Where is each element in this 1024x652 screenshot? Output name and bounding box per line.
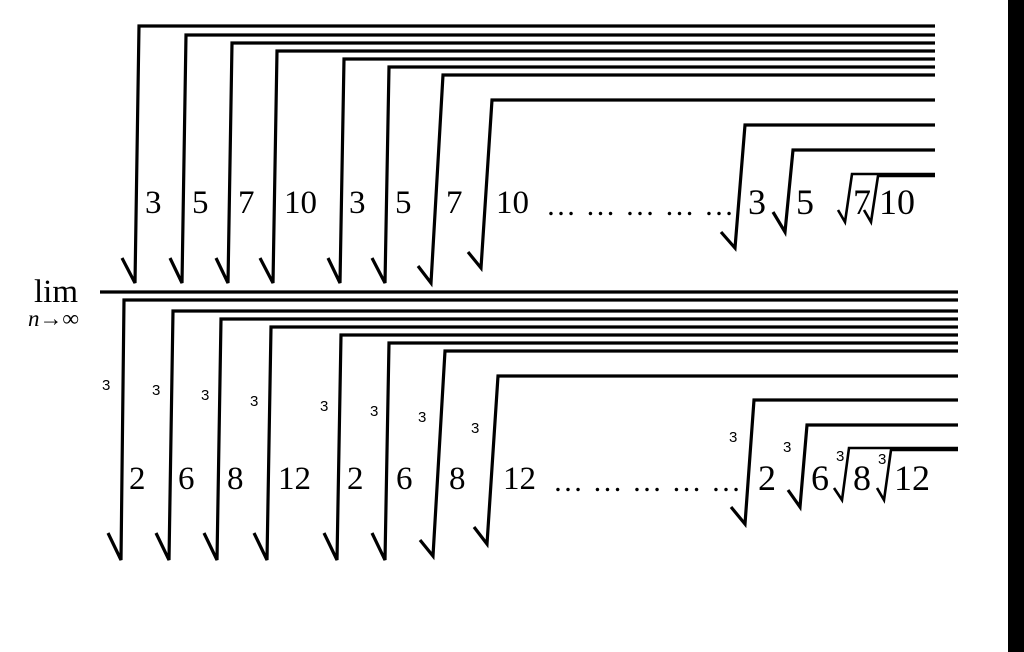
den-root-index: 3	[152, 382, 161, 399]
num-inner-term: 3	[748, 182, 766, 222]
den-inner-term: 6	[811, 458, 829, 498]
den-inner-term: 12	[894, 458, 930, 498]
den-radical-7	[418, 349, 958, 561]
den-radical-4	[252, 325, 958, 561]
den-ellipsis: … … … … …	[553, 465, 742, 498]
num-radical-4	[258, 49, 935, 284]
num-radical-2	[168, 33, 935, 284]
num-term: 5	[192, 185, 209, 221]
den-root-index: 3	[370, 403, 379, 420]
num-term: 7	[238, 185, 255, 221]
den-root-index: 3	[729, 429, 738, 446]
num-inner-radical-1	[719, 123, 935, 252]
den-radical-6	[370, 341, 958, 561]
num-inner-term: 7	[853, 182, 871, 222]
limit-operator: lim	[34, 274, 79, 310]
den-root-index: 3	[471, 420, 480, 437]
den-radical-5	[322, 333, 958, 561]
num-term: 7	[446, 185, 463, 221]
den-root-index: 3	[250, 393, 259, 410]
den-term: 6	[396, 461, 413, 497]
num-inner-radical-4	[862, 174, 935, 226]
num-radical-8	[466, 98, 935, 273]
denominator-radicals	[106, 298, 958, 561]
num-ellipsis: … … … … …	[546, 189, 735, 222]
num-inner-term: 5	[796, 182, 814, 222]
den-term: 2	[129, 461, 146, 497]
num-radical-1	[120, 24, 935, 284]
den-inner-term: 2	[758, 458, 776, 498]
numerator-radicals	[120, 24, 935, 288]
num-term: 10	[496, 185, 529, 221]
den-root-index: 3	[201, 387, 210, 404]
num-radical-7	[416, 73, 935, 288]
den-inner-term: 8	[853, 458, 871, 498]
den-inner-radical-2	[786, 423, 958, 512]
den-term: 12	[278, 461, 311, 497]
den-root-index: 3	[418, 409, 427, 426]
num-term: 3	[349, 185, 366, 221]
den-radical-2	[154, 309, 958, 561]
den-term: 8	[227, 461, 244, 497]
den-radical-3	[202, 317, 958, 561]
num-inner-term: 10	[879, 182, 915, 222]
den-inner-radical-1	[729, 398, 958, 529]
den-inner-radical-4	[875, 448, 958, 504]
den-term: 12	[503, 461, 536, 497]
den-root-index: 3	[836, 448, 845, 465]
den-inner-radical-3	[832, 446, 958, 504]
den-root-index: 3	[783, 439, 792, 456]
den-root-index: 3	[102, 377, 111, 394]
den-term: 6	[178, 461, 195, 497]
num-term: 3	[145, 185, 162, 221]
den-radical-8	[472, 374, 958, 549]
num-term: 10	[284, 185, 317, 221]
den-radical-1	[106, 298, 958, 561]
limit-subscript: n→∞	[28, 306, 79, 331]
num-radical-3	[214, 41, 935, 284]
num-inner-radical-2	[771, 148, 935, 237]
den-root-index: 3	[878, 451, 887, 468]
num-radical-6	[370, 65, 935, 284]
num-term: 5	[395, 185, 412, 221]
num-inner-radical-3	[836, 172, 935, 226]
num-radical-5	[326, 57, 935, 284]
den-root-index: 3	[320, 398, 329, 415]
den-term: 8	[449, 461, 466, 497]
den-term: 2	[347, 461, 364, 497]
